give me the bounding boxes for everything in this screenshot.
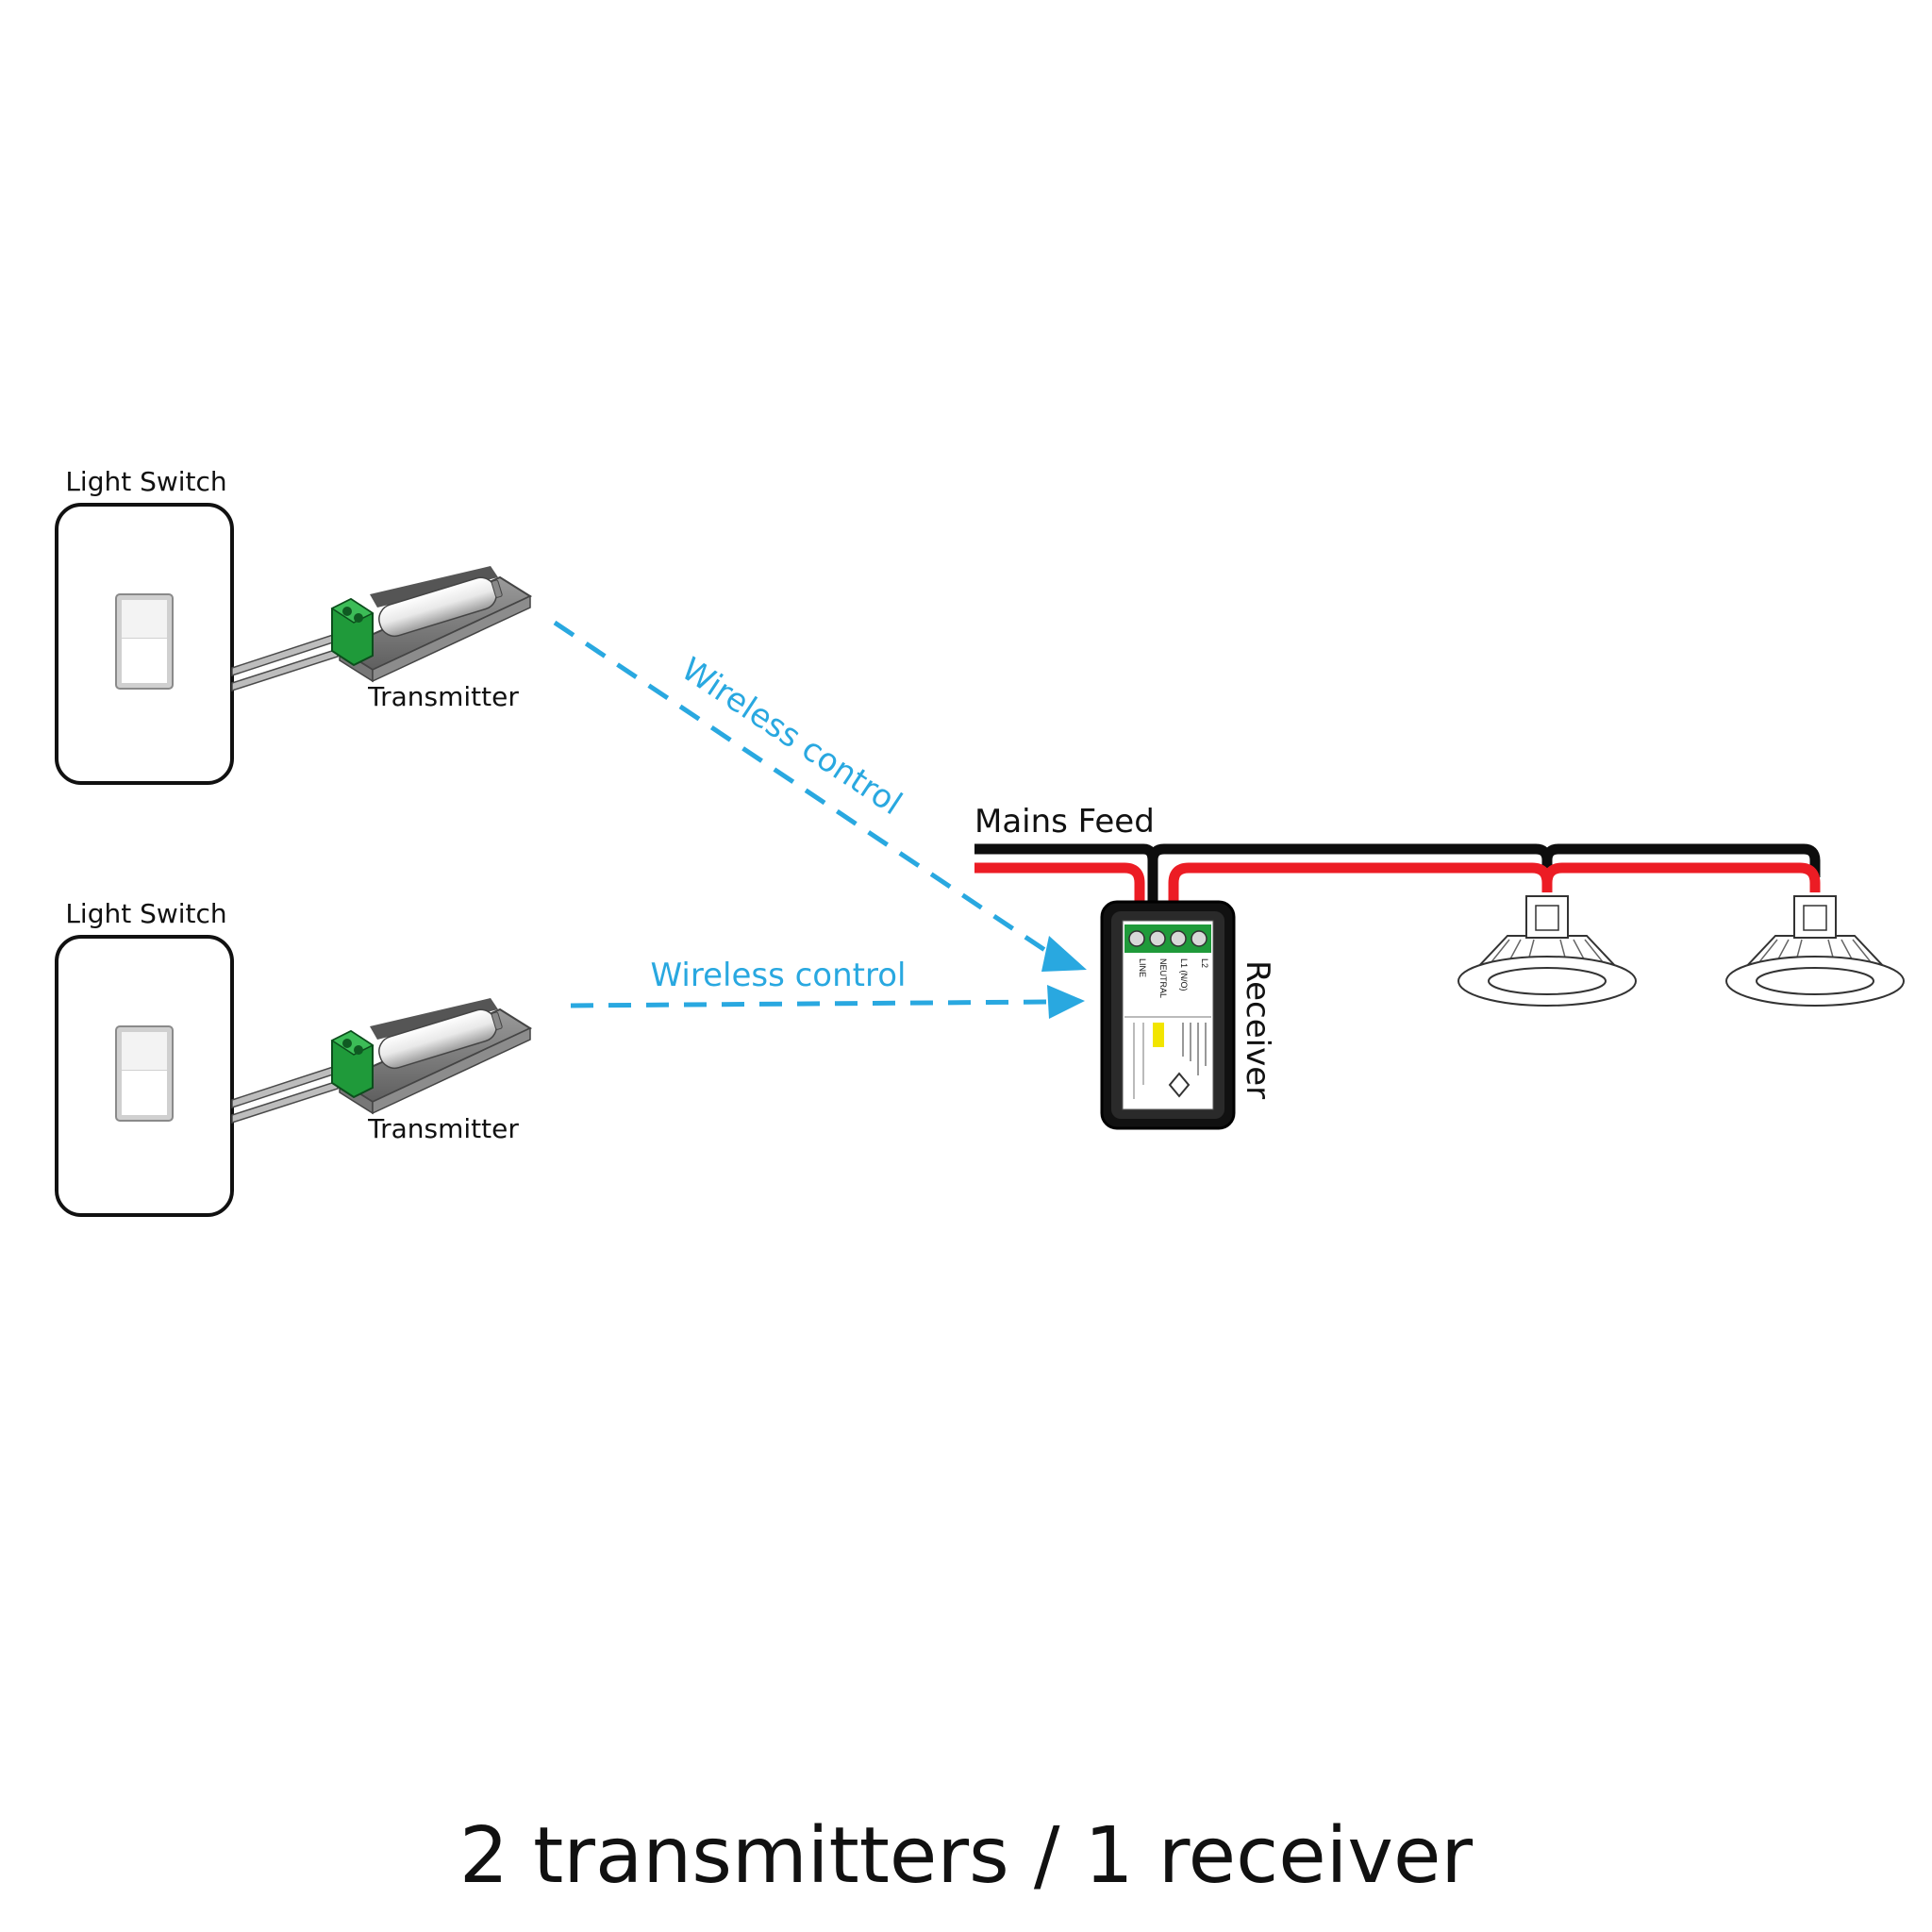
transmitter-label: Transmitter — [367, 1113, 519, 1144]
transmitter-2: Transmitter — [231, 998, 533, 1144]
wireless-control-label: Wireless control — [675, 650, 908, 823]
wireless-control-label: Wireless control — [651, 957, 907, 994]
downlight-icon — [1457, 895, 1637, 1007]
light-switch-label: Light Switch — [65, 898, 226, 929]
light-switch-icon — [55, 503, 234, 785]
receiver: L2 L1 (N/O) NEUTRAL LINE Receiver — [1100, 900, 1276, 1130]
terminal-label: L2 — [1200, 958, 1209, 968]
transmitter-1: Transmitter — [231, 566, 533, 712]
downlight-1 — [1457, 895, 1637, 1007]
light-switch-label: Light Switch — [65, 466, 226, 497]
mains-feed-label: Mains Feed — [974, 803, 1155, 841]
transmitter-module-icon — [231, 566, 533, 692]
wireless-link-2: Wireless control — [570, 957, 1085, 1019]
transmitter-label: Transmitter — [367, 681, 519, 712]
terminal-label: NEUTRAL — [1158, 958, 1168, 998]
mains-wiring — [974, 843, 1821, 906]
receiver-label: Receiver — [1239, 960, 1276, 1099]
downlight-2 — [1725, 895, 1905, 1007]
transmitter-module-icon — [231, 998, 533, 1124]
downlight-icon — [1725, 895, 1905, 1007]
diagram-caption: 2 transmitters / 1 receiver — [458, 1811, 1474, 1901]
light-switch-icon — [55, 935, 234, 1217]
light-switch-1: Light Switch — [55, 466, 234, 785]
wireless-link-1: Wireless control — [553, 620, 1087, 972]
terminal-label: L1 (N/O) — [1179, 958, 1189, 991]
receiver-module-icon: L2 L1 (N/O) NEUTRAL LINE — [1100, 900, 1236, 1130]
light-switch-2: Light Switch — [55, 898, 234, 1217]
arrowhead-icon — [1041, 936, 1087, 972]
terminal-label: LINE — [1138, 958, 1147, 977]
arrowhead-icon — [1047, 985, 1085, 1019]
